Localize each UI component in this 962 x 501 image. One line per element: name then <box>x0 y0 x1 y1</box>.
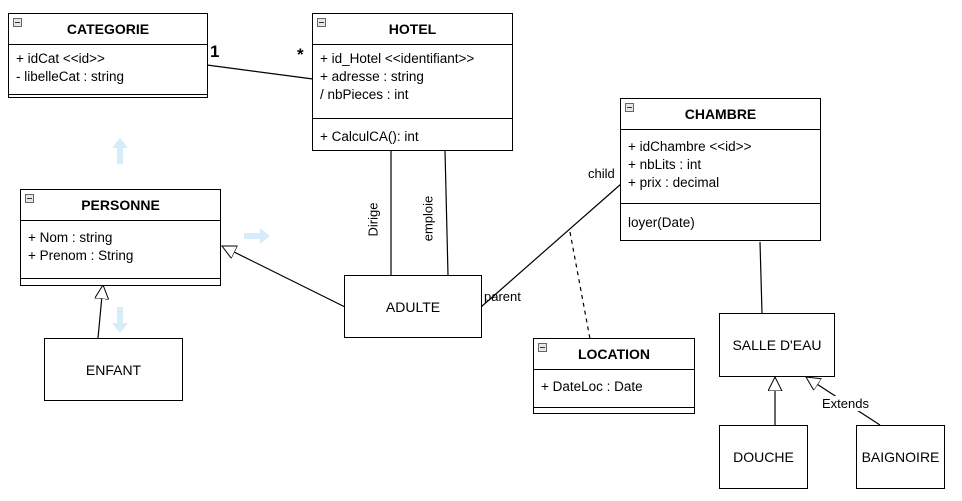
attribute: - libelleCat : string <box>16 69 125 84</box>
class-title: CATEGORIE <box>66 21 150 37</box>
class-header: PERSONNE <box>21 190 220 221</box>
role-label-parent: parent <box>484 289 521 304</box>
association-categorie-hotel <box>206 64 314 80</box>
role-label-emploie: emploie <box>420 195 436 242</box>
class-personne[interactable]: PERSONNE + Nom : string + Prenom : Strin… <box>20 189 221 286</box>
operations-section <box>21 279 220 283</box>
collapse-icon[interactable] <box>25 194 34 203</box>
collapse-icon[interactable] <box>625 103 634 112</box>
box-label: BAIGNOIRE <box>861 449 940 465</box>
attribute: + adresse : string <box>320 69 424 84</box>
attributes-section: + DateLoc : Date <box>534 370 694 408</box>
multiplicity-many: * <box>297 45 304 64</box>
collapse-icon[interactable] <box>538 343 547 352</box>
attribute: + idChambre <<id>> <box>628 139 752 154</box>
attribute: + id_Hotel <<identifiant>> <box>320 51 475 66</box>
attribute: + DateLoc : Date <box>541 379 643 394</box>
box-label: DOUCHE <box>733 449 794 465</box>
class-header: HOTEL <box>313 14 512 45</box>
class-title: CHAMBRE <box>684 106 757 122</box>
attribute: + idCat <<id>> <box>16 51 105 66</box>
ghost-arrow-right-icon <box>244 228 270 244</box>
operations-section: + CalculCA(): int <box>313 119 512 151</box>
operations-section <box>534 408 694 413</box>
class-title: HOTEL <box>388 21 437 37</box>
class-chambre[interactable]: CHAMBRE + idChambre <<id>> + nbLits : in… <box>620 98 821 241</box>
collapse-icon[interactable] <box>13 18 22 27</box>
ghost-arrow-down-icon <box>112 307 128 333</box>
attributes-section: + idChambre <<id>> + nbLits : int + prix… <box>621 130 820 204</box>
class-hotel[interactable]: HOTEL + id_Hotel <<identifiant>> + adres… <box>312 13 513 151</box>
class-douche[interactable]: DOUCHE <box>719 425 808 489</box>
ghost-arrow-up-icon <box>112 138 128 164</box>
attributes-section: + idCat <<id>> - libelleCat : string <box>9 45 207 95</box>
class-enfant[interactable]: ENFANT <box>44 338 183 401</box>
operation: + CalculCA(): int <box>320 129 419 144</box>
association-class-link-location <box>569 231 591 340</box>
class-header: CHAMBRE <box>621 99 820 130</box>
generalization-adulte-personne <box>222 246 346 308</box>
class-header: CATEGORIE <box>9 14 207 45</box>
operations-section <box>9 95 207 98</box>
class-location[interactable]: LOCATION + DateLoc : Date <box>533 338 695 414</box>
collapse-icon[interactable] <box>317 18 326 27</box>
attributes-section: + id_Hotel <<identifiant>> + adresse : s… <box>313 45 512 119</box>
class-adulte[interactable]: ADULTE <box>344 275 482 338</box>
multiplicity-one: 1 <box>210 42 220 61</box>
association-adulte-chambre <box>480 183 622 308</box>
class-title: PERSONNE <box>81 197 160 213</box>
role-label-child: child <box>588 166 615 181</box>
class-header: LOCATION <box>534 339 694 370</box>
operation: loyer(Date) <box>628 215 695 230</box>
attribute: + Nom : string <box>28 230 113 245</box>
association-emploie <box>444 149 449 276</box>
association-chambre-salle <box>759 241 763 314</box>
role-label-dirige: Dirige <box>365 202 381 237</box>
class-title: LOCATION <box>577 346 651 362</box>
stereotype-label-extends: Extends <box>822 396 869 411</box>
generalization-enfant-personne <box>98 285 103 339</box>
class-salle-deau[interactable]: SALLE D'EAU <box>719 313 835 377</box>
attribute: + prix : decimal <box>628 175 720 190</box>
attribute: + nbLits : int <box>628 157 702 172</box>
class-categorie[interactable]: CATEGORIE + idCat <<id>> - libelleCat : … <box>8 13 208 98</box>
box-label: ADULTE <box>385 298 441 315</box>
class-baignoire[interactable]: BAIGNOIRE <box>856 425 945 489</box>
operations-section: loyer(Date) <box>621 204 820 237</box>
attribute: / nbPieces : int <box>320 87 409 102</box>
attributes-section: + Nom : string + Prenom : String <box>21 221 220 279</box>
box-label: SALLE D'EAU <box>732 337 822 353</box>
box-label: ENFANT <box>85 361 142 378</box>
attribute: + Prenom : String <box>28 248 134 263</box>
